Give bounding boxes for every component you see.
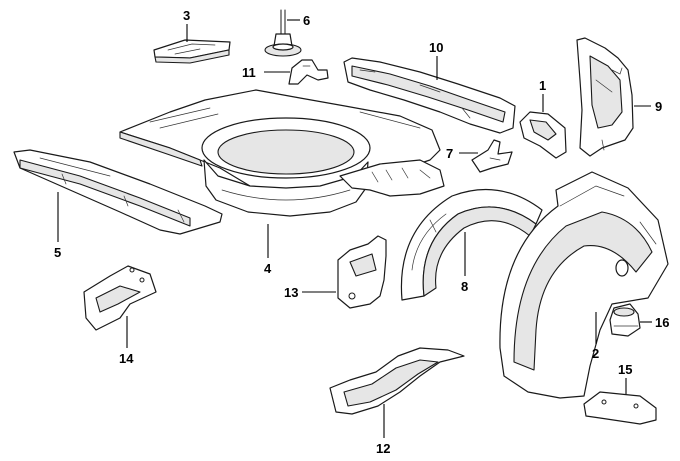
callout-4: 4: [264, 261, 272, 276]
part-corner-panel-9: [576, 37, 634, 157]
part-side-member-10: [343, 57, 516, 134]
part-stud-6: [264, 9, 302, 57]
part-bracket-15: [583, 391, 657, 425]
callout-5: 5: [54, 245, 61, 260]
callout-6: 6: [303, 13, 310, 28]
part-bracket-7: [471, 139, 513, 173]
callout-2: 2: [592, 346, 599, 361]
callout-1: 1: [539, 78, 546, 93]
part-bracket-13: [337, 235, 387, 309]
part-bracket-11: [288, 59, 329, 85]
callout-15: 15: [618, 362, 632, 377]
part-cover-3: [153, 39, 231, 64]
callout-8: 8: [461, 279, 468, 294]
callout-16: 16: [655, 315, 669, 330]
part-longitudinal-5: [13, 149, 223, 235]
callout-14: 14: [119, 351, 134, 366]
leader-lines: [57, 19, 652, 438]
callout-12: 12: [376, 441, 390, 456]
callout-3: 3: [183, 8, 190, 23]
callout-13: 13: [284, 285, 298, 300]
callout-labels: 3 6 11 10 1 9 7 5 4 8 13 14 2 16 15 12: [54, 8, 669, 456]
callout-9: 9: [655, 99, 662, 114]
part-buffer-16: [609, 303, 641, 337]
part-reinforcement-12: [329, 347, 465, 415]
part-support-14: [83, 265, 157, 331]
callout-11: 11: [242, 65, 256, 80]
part-bracket-1: [519, 111, 567, 159]
part-wheel-housing-outer-2: [499, 171, 669, 399]
part-floor-panel-4: [119, 89, 445, 217]
part-wheel-housing-inner-8: [400, 189, 543, 301]
callout-7: 7: [446, 146, 453, 161]
callout-10: 10: [429, 40, 443, 55]
